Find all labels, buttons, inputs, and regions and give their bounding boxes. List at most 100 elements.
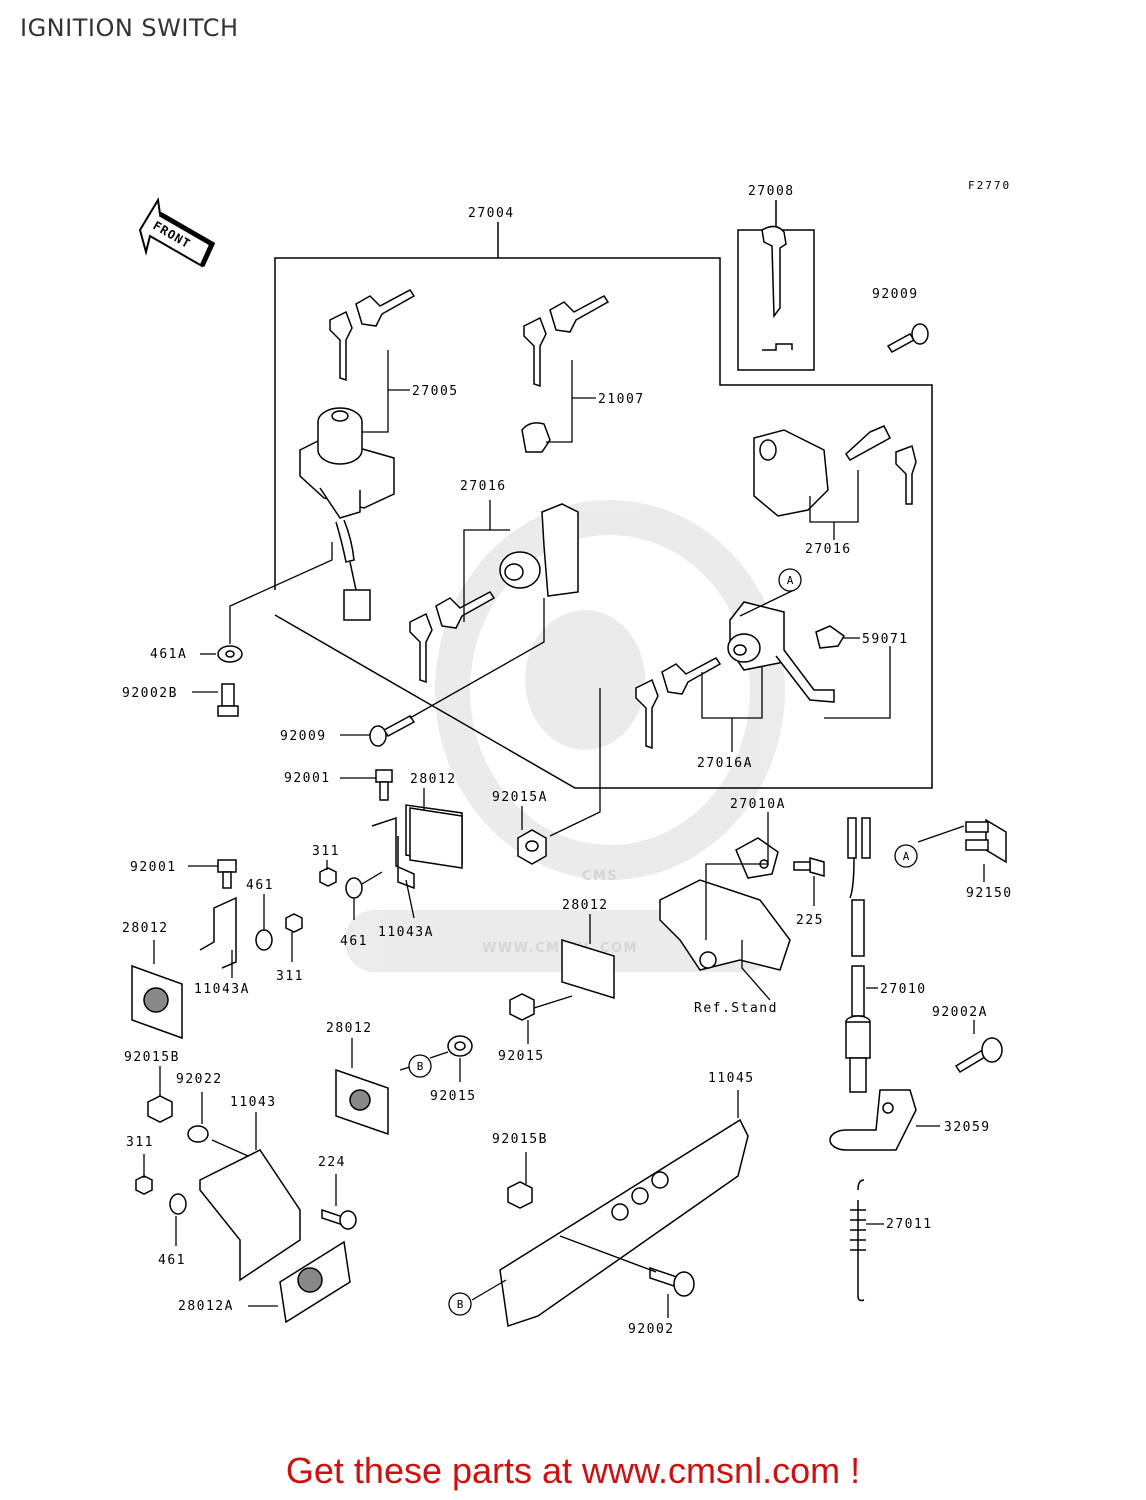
screw-92009-top	[886, 323, 929, 353]
nut-311-left	[285, 913, 303, 933]
bracket-11043	[199, 1149, 301, 1282]
label-92022: 92022	[176, 1072, 223, 1087]
svg-text:A: A	[903, 850, 910, 863]
label-28012a: 28012A	[178, 1299, 234, 1314]
label-92015-lower: 92015	[430, 1089, 477, 1104]
key-set-27016-mid-icon	[409, 591, 496, 684]
key-set-27005-icon	[329, 289, 416, 382]
bracket-11043a-left	[199, 896, 237, 969]
bolt-92150	[965, 818, 1007, 864]
key-blank-box	[737, 200, 815, 371]
bolt-92002	[649, 1266, 695, 1297]
label-27005: 27005	[412, 384, 459, 399]
label-ref-stand: Ref.Stand	[694, 1001, 778, 1016]
label-27010a: 27010A	[730, 797, 786, 812]
bolt-92001-left	[217, 859, 237, 889]
key-cylinder-21007	[521, 422, 551, 453]
clip-59071	[815, 625, 845, 649]
label-21007: 21007	[598, 392, 645, 407]
bolt-92002a	[954, 1037, 1003, 1074]
label-224: 224	[318, 1155, 346, 1170]
label-27016-mid: 27016	[460, 479, 507, 494]
washer-461-mid	[345, 877, 363, 899]
label-27011: 27011	[886, 1217, 933, 1232]
label-461-low: 461	[158, 1253, 186, 1268]
callout-a-top: A	[778, 568, 802, 592]
leader-lines	[143, 350, 985, 1318]
washer-461a	[217, 645, 243, 663]
lock-body-27016-mid	[499, 503, 579, 597]
svg-text:A: A	[787, 574, 794, 587]
label-461-mid: 461	[246, 878, 274, 893]
watermark-logo: CMS	[582, 869, 618, 884]
nut-92015a	[517, 829, 547, 865]
callout-b-mid: B	[408, 1054, 432, 1078]
switch-bracket-27010a	[735, 837, 779, 879]
nut-92015b-mid	[507, 1181, 533, 1209]
label-27016-right: 27016	[805, 542, 852, 557]
part-labels: 27004 27008 92009 27005 21007 27016 2701…	[122, 184, 1011, 1337]
callout-b-low: B	[448, 1292, 472, 1316]
label-92002b: 92002B	[122, 686, 178, 701]
lock-27016a	[727, 601, 835, 703]
label-461-lower: 461	[340, 934, 368, 949]
label-27010: 27010	[880, 982, 927, 997]
label-59071: 59071	[862, 632, 909, 647]
bolt-224	[321, 1208, 357, 1230]
front-arrow-icon: FRONT	[138, 197, 216, 268]
label-27004: 27004	[468, 206, 515, 221]
reflector-28012-center	[561, 938, 615, 1000]
label-11045: 11045	[708, 1071, 755, 1086]
watermark: CMS WWW.CMSNL.COM	[345, 500, 785, 972]
nut-92015-upper	[509, 993, 535, 1021]
label-27016a: 27016A	[697, 756, 753, 771]
screw-92009-mid	[369, 715, 416, 747]
label-225: 225	[796, 913, 824, 928]
page-title: IGNITION SWITCH	[20, 14, 239, 42]
label-92002a: 92002A	[932, 1005, 988, 1020]
label-28012-left: 28012	[122, 921, 169, 936]
label-28012-mid: 28012	[410, 772, 457, 787]
svg-text:B: B	[457, 1298, 464, 1311]
label-92001-mid: 92001	[284, 771, 331, 786]
label-311-mid: 311	[312, 844, 340, 859]
watermark-url: WWW.CMSNL.COM	[482, 941, 638, 956]
label-28012-center: 28012	[562, 898, 609, 913]
group-frame-27004	[274, 222, 933, 789]
label-11043a-mid: 11043A	[378, 925, 434, 940]
label-11043: 11043	[230, 1095, 277, 1110]
nut-92015b-left	[147, 1095, 173, 1123]
label-311-low: 311	[126, 1135, 154, 1150]
label-311-left: 311	[276, 969, 304, 984]
seat-lock-27016-right	[753, 429, 829, 517]
label-28012-low: 28012	[326, 1021, 373, 1036]
label-92001-left: 92001	[130, 860, 177, 875]
label-11043a-left: 11043A	[194, 982, 250, 997]
switch-27010	[845, 817, 871, 1093]
stand-ref	[659, 879, 791, 971]
washer-461-low	[169, 1193, 187, 1215]
washer-461-upper	[255, 929, 273, 951]
plate-11045	[499, 1118, 749, 1327]
svg-text:B: B	[417, 1060, 424, 1073]
label-92015a: 92015A	[492, 790, 548, 805]
callout-a-right: A	[894, 844, 918, 868]
label-32059: 32059	[944, 1120, 991, 1135]
key-set-27016-right-icon	[845, 425, 917, 505]
bolt-92001-mid	[375, 769, 393, 801]
washer-92022	[187, 1125, 209, 1143]
label-92009-top: 92009	[872, 287, 919, 302]
reflector-28012a	[279, 1240, 351, 1324]
nut-92015-lower	[447, 1035, 473, 1057]
spring-27011	[850, 1179, 866, 1302]
label-92009-mid: 92009	[280, 729, 327, 744]
reflector-28012-left	[131, 964, 183, 1040]
label-461a: 461A	[150, 647, 187, 662]
key-set-21007-icon	[523, 295, 610, 388]
reflector-28012-mid	[409, 807, 463, 869]
ignition-switch-body	[299, 407, 395, 621]
nut-311-mid	[319, 867, 337, 887]
footer-link[interactable]: Get these parts at www.cmsnl.com !	[285, 1450, 861, 1491]
bolt-225	[793, 857, 825, 877]
